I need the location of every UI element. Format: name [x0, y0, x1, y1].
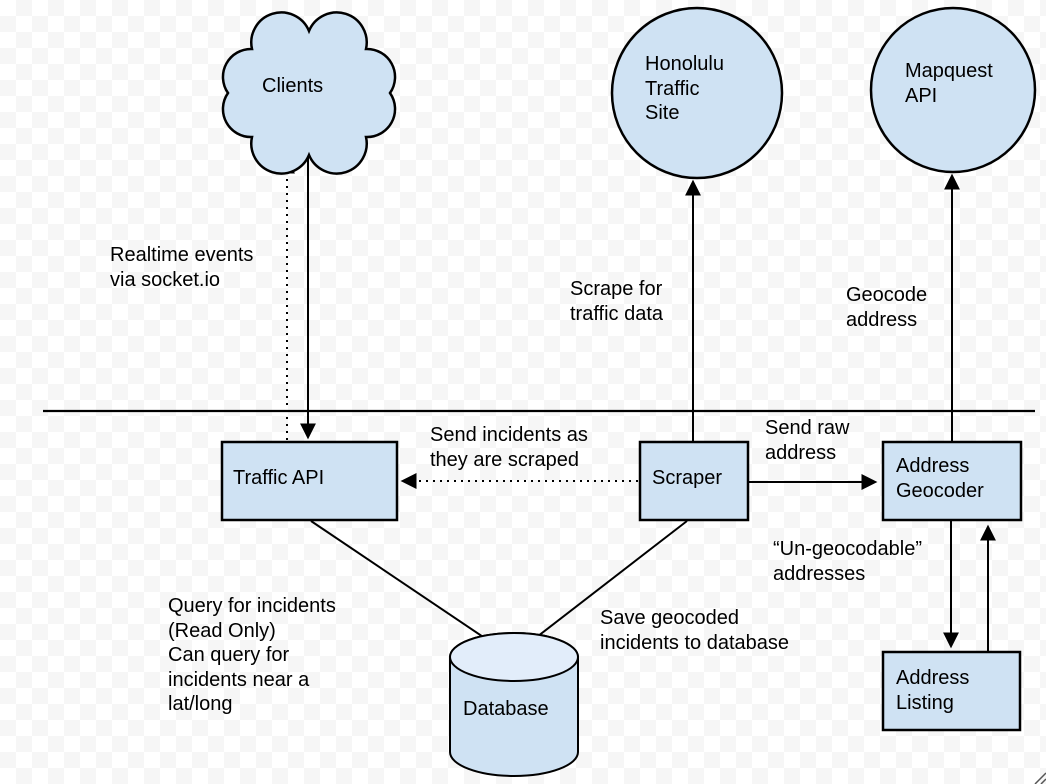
query-for-incidents-label: Query for incidents (Read Only) Can quer… [168, 595, 336, 715]
address-listing-label: Address Listing [896, 667, 970, 714]
edge-trafficapi-to-database [310, 520, 506, 653]
traffic-api-box [220, 440, 399, 522]
database-cylinder-top [449, 632, 579, 682]
honolulu-label: Honolulu Traffic Site [645, 53, 724, 124]
scraper-label: Scraper [652, 467, 723, 489]
send-incidents-label: Send incidents as they are scraped [430, 424, 588, 471]
clients-cloud-shape [221, 11, 397, 175]
realtime-events-label: Realtime events via socket.io [110, 244, 254, 291]
database-cylinder [449, 632, 579, 777]
geocode-address-label: Geocode address [846, 284, 928, 331]
clients-label: Clients [262, 75, 324, 97]
traffic-api-label: Traffic API [233, 467, 325, 489]
honolulu-circle-shape [610, 6, 784, 180]
send-raw-address-label: Send raw address [765, 417, 850, 464]
address-geocoder-label: Address Geocoder [896, 455, 984, 502]
save-geocoded-label: Save geocoded incidents to database [600, 607, 790, 654]
address-geocoder-box [881, 440, 1023, 522]
resize-grip-icon[interactable] [1034, 772, 1046, 784]
mapquest-label: Mapquest API [905, 60, 993, 107]
ungeocodable-addresses-label: “Un-geocodable” addresses [773, 538, 922, 585]
database-label: Database [463, 698, 549, 720]
scraper-box [638, 440, 750, 522]
mapquest-circle-shape [869, 6, 1037, 174]
address-listing-box [881, 650, 1022, 732]
scrape-for-traffic-label: Scrape for traffic data [570, 278, 664, 325]
edge-scraper-to-database [518, 520, 688, 652]
